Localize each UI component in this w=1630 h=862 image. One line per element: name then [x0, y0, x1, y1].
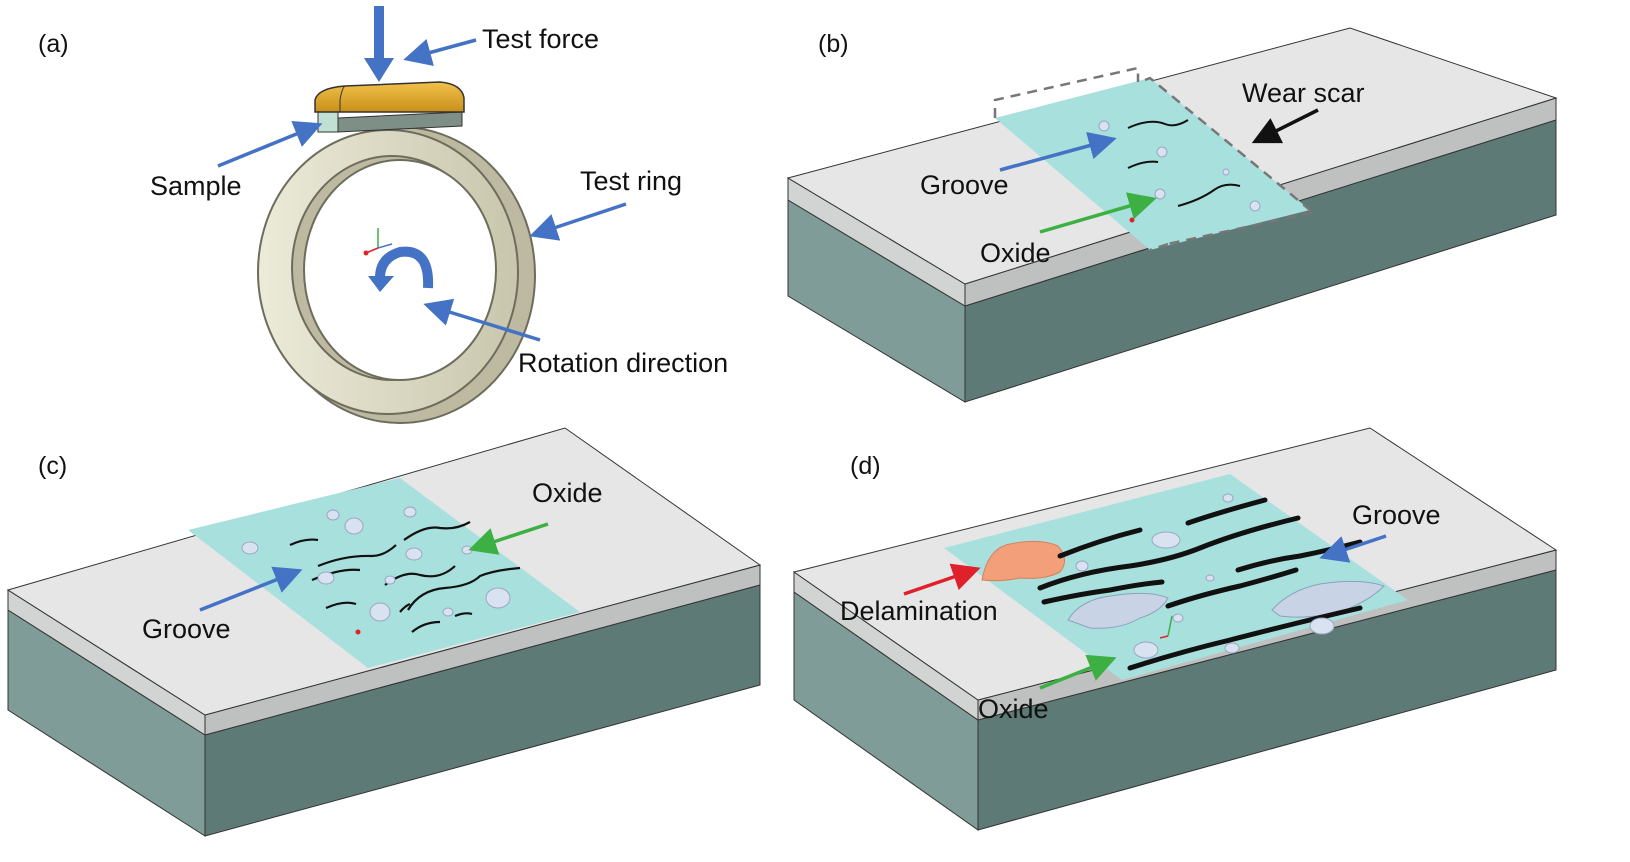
panel-c-tag: (c) — [38, 452, 67, 480]
test-ring-pointer — [529, 202, 627, 241]
wear-scar-pointer — [1251, 108, 1319, 144]
panel-a: (a) Tes — [38, 6, 728, 424]
sample-assembly — [314, 81, 465, 133]
test-force-label: Test force — [482, 24, 599, 54]
panel-d: (d) — [792, 427, 1558, 831]
oxide-particles-d — [1075, 493, 1335, 659]
panel-b: (b) — [786, 27, 1558, 403]
oxide-label-b: Oxide — [980, 238, 1051, 268]
axis-triad-d — [1159, 615, 1173, 639]
delamination-pointer — [903, 563, 981, 596]
panel-b-tag: (b) — [818, 30, 849, 58]
wear-track-c — [188, 478, 580, 668]
sample-label: Sample — [150, 171, 242, 201]
axis-triad — [363, 228, 393, 256]
grooves-c — [289, 521, 521, 633]
oxide-pointer-b — [1039, 192, 1157, 234]
sample-pointer — [217, 120, 323, 168]
test-ring — [257, 126, 536, 424]
groove-label-c: Groove — [142, 614, 231, 644]
grooves-b — [1127, 119, 1241, 207]
wear-scar-outline — [993, 66, 1320, 252]
groove-pointer-c — [199, 566, 303, 612]
oxide-pointer-d — [1039, 654, 1117, 690]
groove-pointer-d — [1319, 534, 1387, 563]
panel-c: (c) — [6, 427, 762, 837]
panel-a-tag: (a) — [38, 30, 69, 58]
panel-d-tag: (d) — [850, 452, 881, 480]
groove-label-b: Groove — [920, 170, 1009, 200]
oxide-label-d: Oxide — [978, 694, 1049, 724]
groove-label-d: Groove — [1352, 500, 1441, 530]
delamination-label: Delamination — [840, 596, 998, 626]
delamination-patch — [981, 540, 1065, 582]
force-arrow — [364, 6, 394, 82]
rotation-label: Rotation direction — [518, 348, 728, 378]
test-ring-label: Test ring — [580, 166, 682, 196]
rotation-arrow — [375, 246, 434, 289]
wear-scar-label: Wear scar — [1242, 78, 1365, 108]
pit-1 — [1067, 592, 1169, 629]
rotation-arrowhead — [368, 276, 394, 292]
oxide-pointer-c — [468, 522, 549, 555]
wear-track-b — [995, 78, 1310, 250]
wear-track-d — [944, 474, 1408, 680]
oxide-label-c: Oxide — [532, 478, 603, 508]
oxide-particles-c — [241, 506, 511, 622]
test-force-pointer — [403, 38, 477, 66]
groove-pointer-b — [999, 132, 1117, 172]
rotation-pointer — [423, 298, 541, 342]
